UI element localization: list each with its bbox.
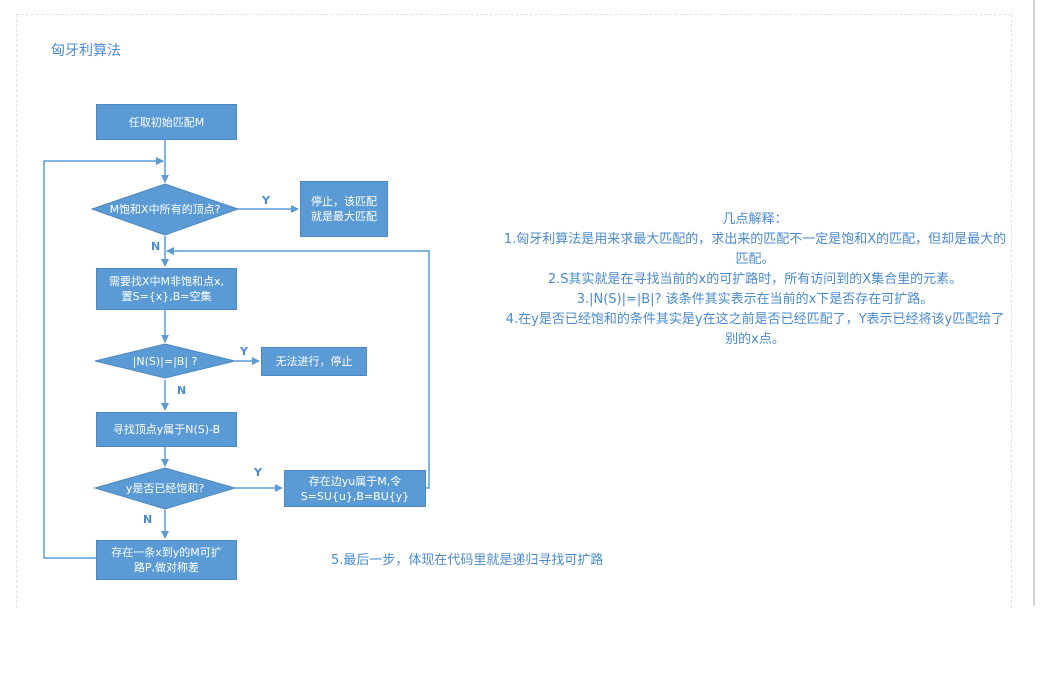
start-box-label: 任取初始匹配M bbox=[128, 115, 205, 129]
note-5: 5.最后一步，体现在代码里就是递归寻找可扩路 bbox=[331, 553, 604, 568]
step2-box: 需要找X中M非饱和点x, 置S={x},B=空集 bbox=[96, 268, 237, 310]
decision1-diamond bbox=[90, 183, 240, 236]
decision3-label: y是否已经饱和? bbox=[125, 482, 205, 495]
edge-loop-to-decision1 bbox=[43, 157, 164, 559]
no-progress-label: 无法进行，停止 bbox=[275, 355, 353, 368]
label-yes-1: Y bbox=[262, 194, 270, 207]
stop-box-line2: 就是最大匹配 bbox=[311, 210, 377, 223]
edge-box-line1: 存在边yu属于M,令 bbox=[308, 474, 402, 488]
start-box: 任取初始匹配M bbox=[96, 104, 237, 140]
note-4: 4.在y是否已经饱和的条件其实是y在这之前是否已经匹配了，Y表示已经将该y匹配给… bbox=[505, 312, 1005, 347]
note-2: 2.S其实就是在寻找当前的x的可扩路时，所有访问到的X集合里的元素。 bbox=[547, 272, 963, 287]
decision1-label: M饱和X中所有的顶点? bbox=[109, 203, 221, 216]
diagram-title: 匈牙利算法 bbox=[51, 43, 121, 59]
no-progress-box: 无法进行，停止 bbox=[261, 347, 367, 376]
step3-box: 寻找顶点y属于N(S)-B bbox=[96, 412, 237, 447]
edge-box-line2: S=SU{u},B=BU{y} bbox=[300, 489, 410, 503]
notes-heading: 几点解释： bbox=[722, 212, 788, 227]
path-box: 存在一条x到y的M可扩 路P,做对称差 bbox=[96, 540, 237, 580]
edge-loop-to-step2 bbox=[166, 247, 430, 489]
label-no-1: N bbox=[151, 240, 161, 253]
path-box-line1: 存在一条x到y的M可扩 bbox=[111, 546, 222, 559]
decision2-label: |N(S)|=|B| ? bbox=[132, 354, 198, 368]
label-no-3: N bbox=[143, 513, 153, 526]
note-3: 3.|N(S)|=|B|? 该条件其实表示在当前的x下是否存在可扩路。 bbox=[576, 292, 934, 307]
step2-line2: 置S={x},B=空集 bbox=[121, 290, 212, 303]
decision2-diamond bbox=[94, 343, 236, 379]
label-no-2: N bbox=[177, 384, 187, 397]
edge-box: 存在边yu属于M,令 S=SU{u},B=BU{y} bbox=[284, 470, 426, 507]
decision3-diamond bbox=[93, 467, 237, 510]
notes-block: 几点解释： 1.匈牙利算法是用来求最大匹配的，求出来的匹配不一定是饱和X的匹配，… bbox=[500, 210, 1010, 350]
label-yes-2: Y bbox=[240, 345, 248, 358]
scrollbar-edge[interactable] bbox=[1033, 0, 1035, 606]
note-1: 1.匈牙利算法是用来求最大匹配的，求出来的匹配不一定是饱和X的匹配，但却是最大的… bbox=[503, 232, 1007, 267]
stop-box-line1: 停止，该匹配 bbox=[311, 195, 377, 208]
path-box-line2: 路P,做对称差 bbox=[133, 561, 200, 574]
stop-box: 停止，该匹配 就是最大匹配 bbox=[300, 181, 388, 237]
step2-line1: 需要找X中M非饱和点x, bbox=[108, 275, 225, 288]
label-yes-3: Y bbox=[254, 466, 262, 479]
step3-label: 寻找顶点y属于N(S)-B bbox=[112, 423, 221, 436]
